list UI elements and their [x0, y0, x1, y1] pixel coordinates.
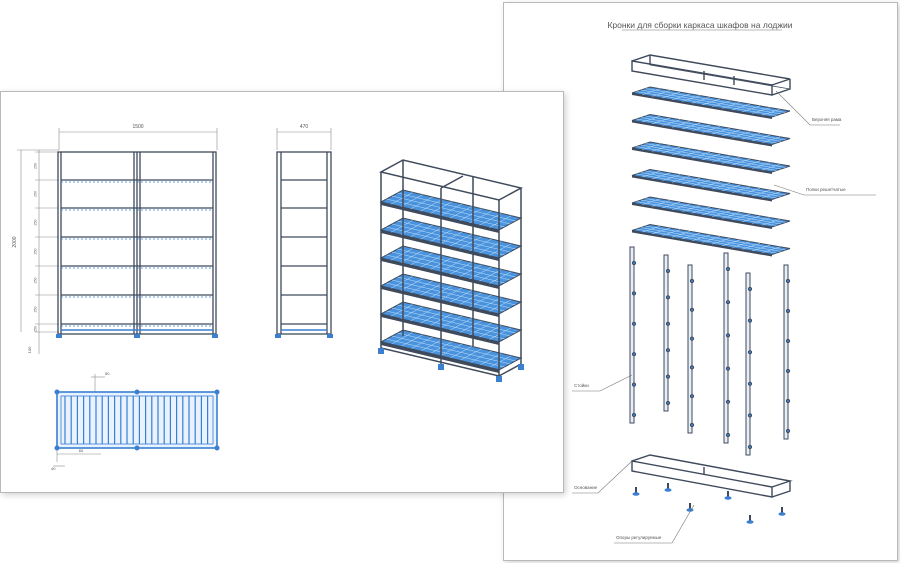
dim-depth: 470 — [300, 124, 309, 130]
dim-shelf-spacing: 250 — [34, 163, 38, 169]
exploded-post — [663, 254, 671, 412]
foot — [746, 515, 754, 524]
dim-width: 1500 — [132, 124, 143, 130]
exploded-view-title: Кронки для сборки каркаса шкафов на лодж… — [607, 20, 792, 30]
dim-shelf-spacing: 250 — [34, 220, 38, 226]
adjustable-feet — [632, 483, 786, 524]
exploded-posts — [629, 246, 791, 456]
exploded-shelf — [631, 196, 791, 229]
orthographic-drawing: 1500 2000 100 250 250 250 250 250 250 250 — [12, 124, 524, 471]
dim-shelf-spacing: 250 — [34, 249, 38, 255]
foot — [778, 507, 786, 516]
callout-feet: Опоры регулируемые — [616, 535, 662, 540]
foot — [724, 491, 732, 500]
exploded-shelves — [631, 86, 791, 257]
orthographic-views-sheet: 1500 2000 100 250 250 250 250 250 250 250 — [0, 91, 564, 493]
callout-leaders — [572, 90, 876, 544]
top-frame — [631, 54, 791, 96]
foot — [632, 487, 640, 496]
exploded-post — [783, 264, 791, 440]
exploded-shelf — [631, 113, 791, 147]
callout-top-frame: Верхняя рама — [812, 117, 842, 122]
dim-plan-offset: 50 — [105, 371, 110, 376]
foot — [664, 483, 672, 492]
dim-shelf-spacing: 250 — [34, 278, 38, 284]
iso-shelf — [379, 217, 523, 261]
exploded-shelf — [631, 141, 791, 174]
exploded-view-drawing: Кронки для сборки каркаса шкафов на лодж… — [572, 20, 876, 544]
exploded-view-sheet: Кронки для сборки каркаса шкафов на лодж… — [503, 2, 898, 561]
isometric-view — [378, 159, 524, 382]
exploded-post — [687, 264, 695, 434]
dim-shelf-spacing: 250 — [34, 191, 38, 197]
callout-shelves: Полки решетчатые — [806, 187, 846, 192]
exploded-shelf — [631, 168, 791, 202]
base-frame — [631, 454, 793, 498]
exploded-shelf — [631, 223, 791, 257]
dim-shelf-spacing: 250 — [34, 326, 38, 332]
dim-height: 2000 — [12, 236, 18, 247]
callout-posts: Стойки — [574, 382, 589, 388]
callout-base: Основание — [574, 485, 598, 490]
exploded-shelf — [631, 86, 791, 119]
exploded-post — [723, 252, 731, 444]
iso-shelf — [379, 301, 523, 345]
plan-view: 50 60 40 — [51, 371, 220, 471]
side-elevation: 470 — [275, 124, 333, 338]
dim-plan-pitch: 60 — [79, 448, 84, 453]
exploded-post — [629, 246, 637, 424]
dim-foot: 100 — [27, 346, 32, 353]
dim-plan-side: 40 — [51, 466, 56, 471]
exploded-post — [745, 272, 753, 456]
dim-shelf-spacing: 250 — [34, 307, 38, 313]
iso-shelf — [379, 273, 523, 317]
front-elevation: 1500 2000 100 250 250 250 250 250 250 250 — [12, 124, 218, 354]
